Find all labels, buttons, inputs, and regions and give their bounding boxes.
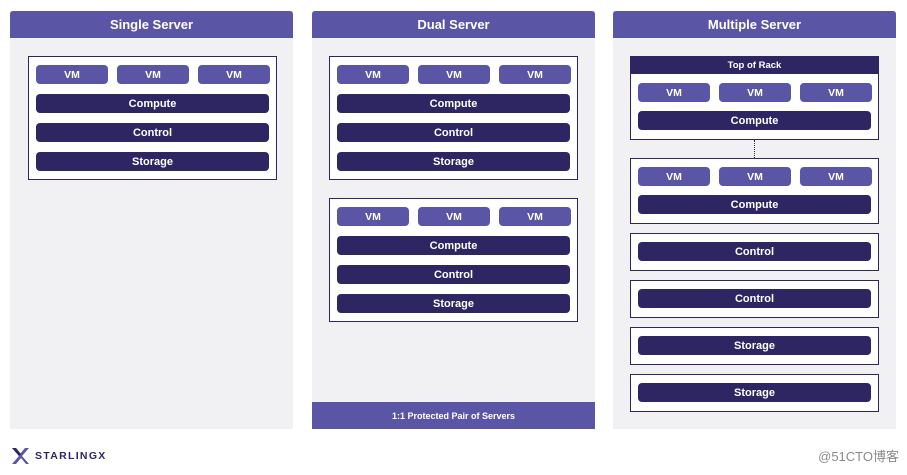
control-server-box-2: Control <box>630 280 879 318</box>
rack-connector-dots <box>754 140 755 158</box>
dual-server-box-2: VM VM VM Compute Control Storage <box>329 198 578 322</box>
vm-block: VM <box>36 65 108 84</box>
single-server-title: Single Server <box>10 11 293 38</box>
dual-server-column: Dual Server VM VM VM Compute Control Sto… <box>312 11 595 429</box>
storage-bar: Storage <box>638 383 871 402</box>
vm-row: VM VM VM <box>638 167 872 186</box>
compute-bar: Compute <box>337 236 570 255</box>
dual-server-box-1: VM VM VM Compute Control Storage <box>329 56 578 180</box>
vm-row: VM VM VM <box>337 207 571 226</box>
control-server-box-1: Control <box>630 233 879 271</box>
compute-bar: Compute <box>36 94 269 113</box>
vm-block: VM <box>719 167 791 186</box>
control-bar: Control <box>638 289 871 308</box>
vm-block: VM <box>638 167 710 186</box>
vm-block: VM <box>499 207 571 226</box>
vm-row: VM VM VM <box>337 65 571 84</box>
watermark-text: @51CTO博客 <box>818 449 899 464</box>
storage-bar: Storage <box>638 336 871 355</box>
vm-block: VM <box>198 65 270 84</box>
dual-server-title: Dual Server <box>312 11 595 38</box>
compute-server-box: VM VM VM Compute <box>630 158 879 224</box>
compute-bar: Compute <box>337 94 570 113</box>
storage-bar: Storage <box>337 152 570 171</box>
multiple-server-column: Multiple Server Top of Rack VM VM VM Com… <box>613 11 896 429</box>
vm-block: VM <box>117 65 189 84</box>
protected-pair-label: 1:1 Protected Pair of Servers <box>312 402 595 429</box>
storage-server-box-2: Storage <box>630 374 879 412</box>
top-of-rack-label: Top of Rack <box>631 57 878 74</box>
control-bar: Control <box>337 265 570 284</box>
vm-block: VM <box>418 207 490 226</box>
storage-bar: Storage <box>36 152 269 171</box>
logo-wordmark: STARLINGX <box>35 450 107 462</box>
single-server-box: VM VM VM Compute Control Storage <box>28 56 277 180</box>
starlingx-logo: STARLINGX <box>10 446 107 466</box>
control-bar: Control <box>337 123 570 142</box>
vm-block: VM <box>800 167 872 186</box>
multiple-server-title: Multiple Server <box>613 11 896 38</box>
vm-block: VM <box>499 65 571 84</box>
vm-row: VM VM VM <box>638 83 872 102</box>
vm-block: VM <box>800 83 872 102</box>
compute-bar: Compute <box>638 111 871 130</box>
control-bar: Control <box>36 123 269 142</box>
top-of-rack-server-box: Top of Rack VM VM VM Compute <box>630 56 879 140</box>
vm-block: VM <box>719 83 791 102</box>
vm-row: VM VM VM <box>36 65 270 84</box>
vm-block: VM <box>638 83 710 102</box>
single-server-column: Single Server VM VM VM Compute Control S… <box>10 11 293 429</box>
control-bar: Control <box>638 242 871 261</box>
vm-block: VM <box>337 65 409 84</box>
starlingx-x-icon <box>12 448 29 464</box>
storage-server-box-1: Storage <box>630 327 879 365</box>
compute-bar: Compute <box>638 195 871 214</box>
storage-bar: Storage <box>337 294 570 313</box>
vm-block: VM <box>337 207 409 226</box>
vm-block: VM <box>418 65 490 84</box>
